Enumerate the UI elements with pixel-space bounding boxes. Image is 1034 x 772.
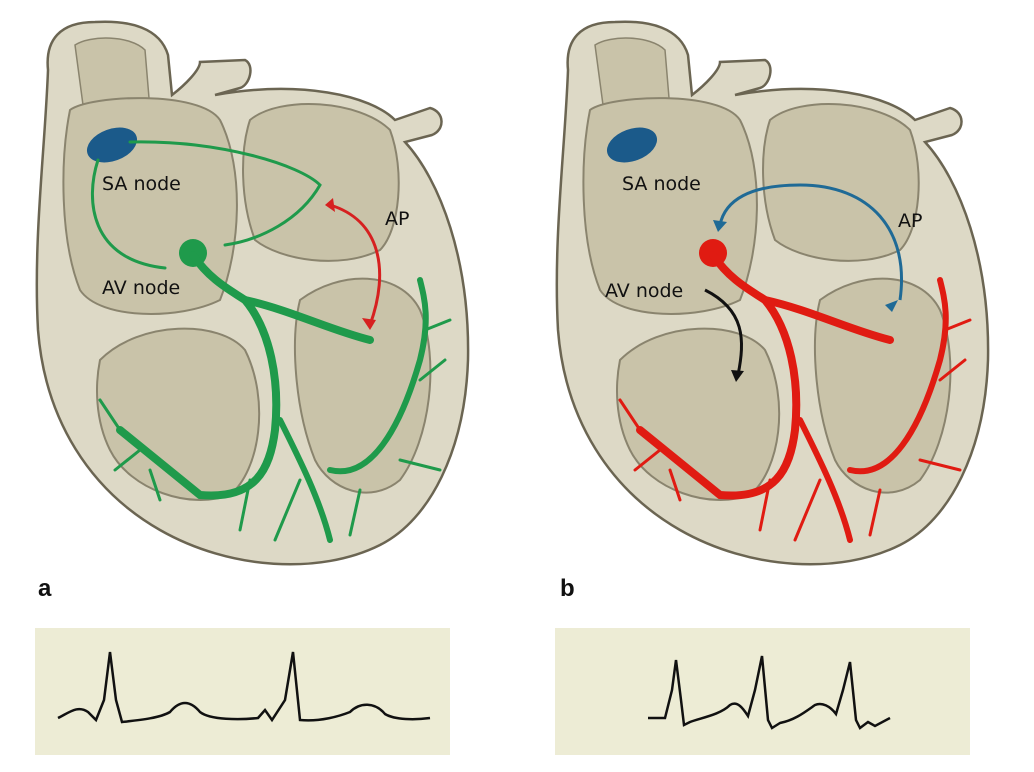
- av-node-label-b: AV node: [605, 280, 684, 302]
- ap-label-b: AP: [898, 210, 923, 232]
- ap-label-a: AP: [385, 208, 410, 230]
- av-node-label-a: AV node: [102, 277, 181, 299]
- retrograde-ap-arrow: [718, 183, 903, 301]
- panel-label-a: a: [38, 575, 52, 602]
- heart-panel-a: [35, 20, 470, 566]
- ecg-strip-b: [555, 628, 970, 755]
- ecg-strip-a: [35, 628, 450, 755]
- ventricle-arrow: [704, 288, 743, 376]
- sa-node-label-a: SA node: [102, 173, 181, 195]
- sa-node-label-b: SA node: [622, 173, 701, 195]
- sa-node: [86, 127, 138, 163]
- panel-label-b: b: [560, 575, 575, 602]
- conduction-system: [618, 239, 972, 543]
- sa-node: [606, 127, 658, 163]
- ap-arrow: [329, 203, 382, 326]
- heart-panel-b: [555, 20, 990, 566]
- conduction-system: [90, 140, 452, 543]
